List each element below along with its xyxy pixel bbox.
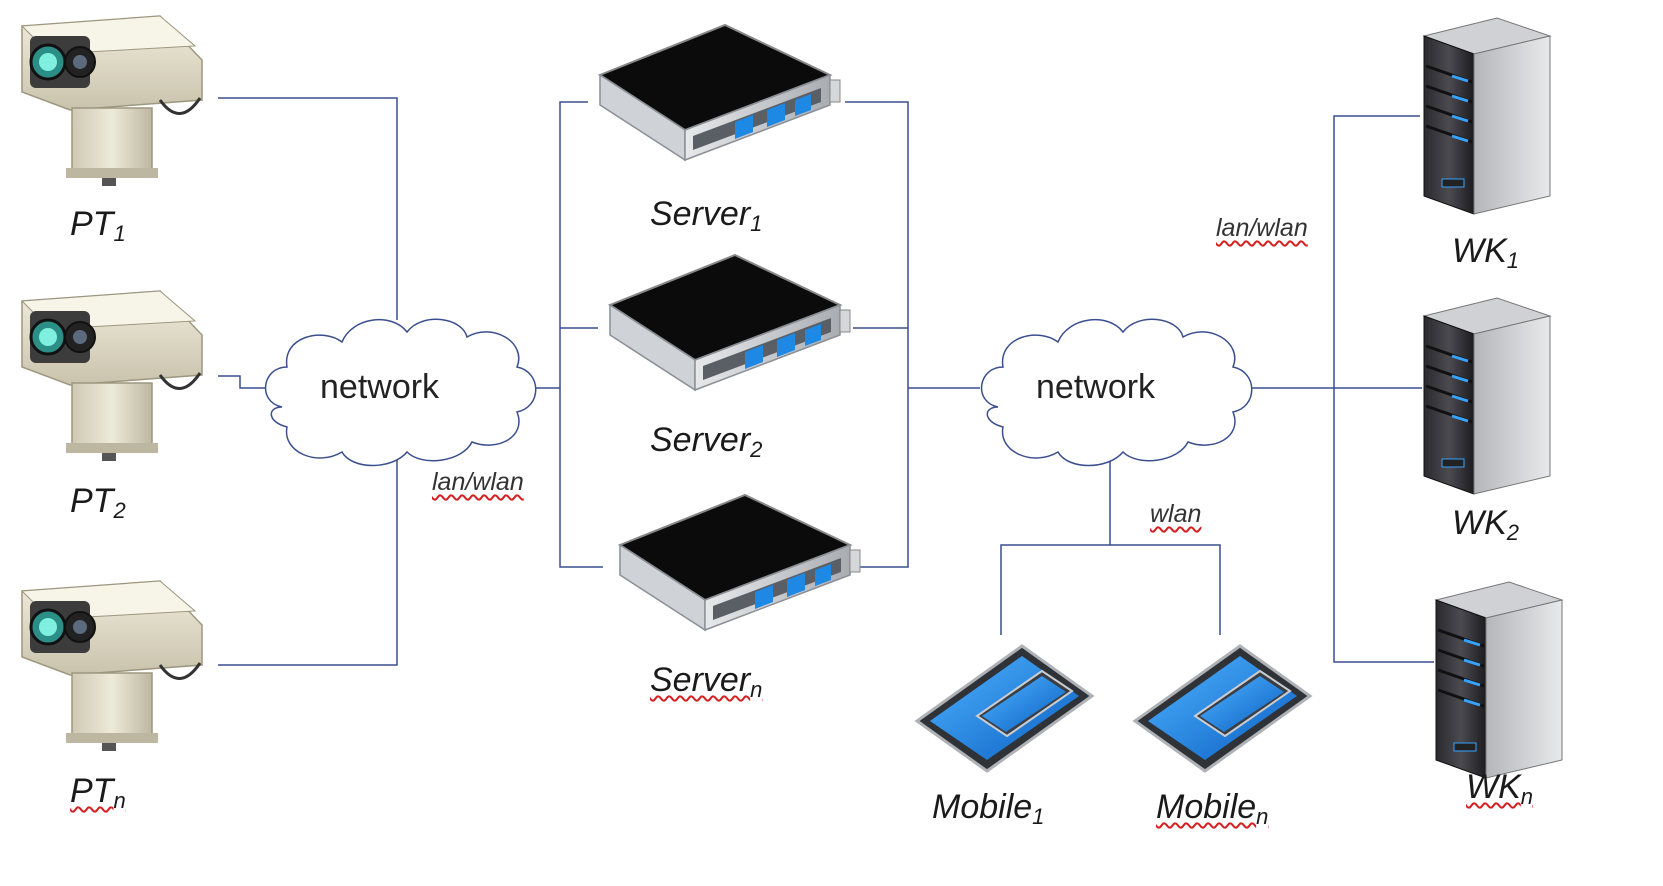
camera-label: PT1 — [70, 207, 126, 245]
workstation-subscript: 2 — [1506, 520, 1520, 545]
link-label-mobile: wlan — [1150, 500, 1202, 528]
server-label: Server1 — [650, 197, 762, 235]
tablet-phone-icon — [900, 634, 1104, 783]
workstation-label: WK1 — [1452, 234, 1519, 272]
rack-server-icon — [594, 19, 841, 191]
ptz-camera-icon — [8, 281, 217, 470]
server-name: Server — [650, 421, 751, 459]
rack-server-icon — [614, 489, 861, 661]
link-label-left: lan/wlan — [432, 468, 524, 496]
cloud-label-right: network — [1036, 368, 1156, 406]
tower-server-icon — [1420, 12, 1554, 216]
tower-server-icon — [1432, 576, 1566, 780]
mobile-subscript: n — [1256, 804, 1269, 829]
camera-subscript: 2 — [113, 498, 126, 523]
server-subscript: 2 — [750, 437, 763, 462]
link-label-right-top: lan/wlan — [1216, 214, 1308, 242]
ptz-camera-icon — [8, 6, 217, 195]
mobile-label: Mobilen — [1156, 790, 1268, 828]
workstation-name: WK — [1452, 232, 1507, 270]
workstation-label: WKn — [1466, 770, 1533, 808]
server-subscript: 1 — [750, 211, 763, 236]
camera-label: PTn — [70, 774, 126, 812]
workstation-label: WK2 — [1452, 506, 1519, 544]
server-name: Server — [650, 195, 751, 233]
workstation-name: WK — [1452, 504, 1507, 542]
server-label: Servern — [650, 663, 762, 701]
tablet-phone-icon — [1118, 634, 1322, 783]
camera-name: PT — [70, 205, 114, 243]
mobile-label: Mobile1 — [932, 790, 1044, 828]
rack-server-icon — [604, 249, 851, 421]
cloud-label-left: network — [320, 368, 440, 406]
tower-server-icon — [1420, 292, 1554, 496]
connection-lines — [218, 97, 1434, 666]
camera-name: PT — [70, 482, 114, 520]
server-label: Server2 — [650, 423, 762, 461]
mobile-name: Mobile — [932, 788, 1033, 826]
camera-label: PT2 — [70, 484, 126, 522]
camera-subscript: 1 — [113, 221, 126, 246]
server-name: Server — [650, 661, 751, 699]
mobile-name: Mobile — [1156, 788, 1257, 826]
ptz-camera-icon — [8, 571, 217, 760]
camera-subscript: n — [113, 788, 126, 813]
workstation-name: WK — [1466, 768, 1521, 806]
server-subscript: n — [750, 677, 763, 702]
workstation-subscript: n — [1520, 784, 1534, 809]
camera-name: PT — [70, 772, 114, 810]
workstation-subscript: 1 — [1506, 248, 1520, 273]
mobile-subscript: 1 — [1032, 804, 1045, 829]
